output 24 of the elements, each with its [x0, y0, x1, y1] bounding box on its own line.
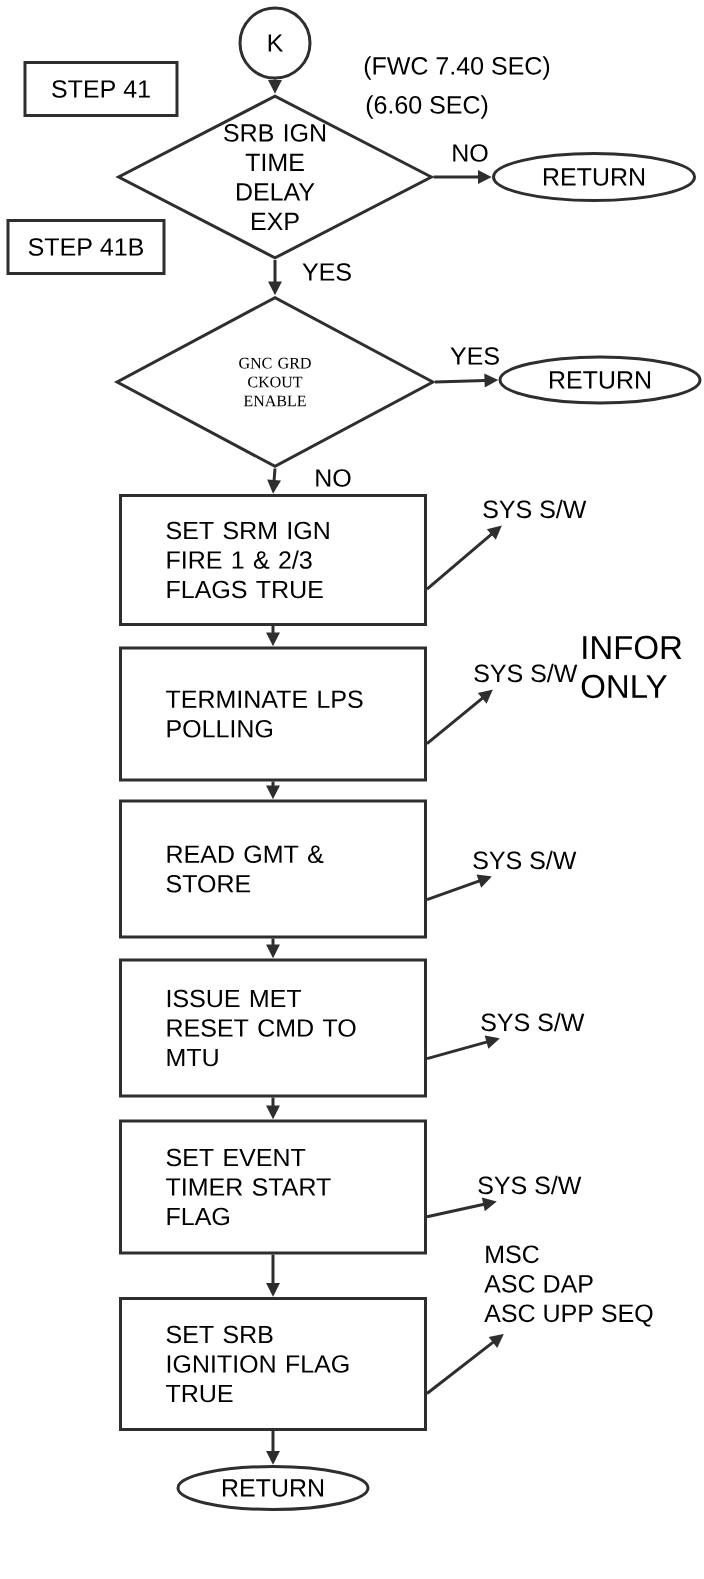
process-box: SET SRM IGN FIRE 1 & 2/3 FLAGS TRUE [119, 494, 427, 626]
terminator-oval: RETURN [176, 1465, 370, 1511]
note-text: SYS S/W [478, 1175, 582, 1195]
terminator-oval: RETURN [492, 152, 696, 202]
timing-note: (FWC 7.40 SEC) [364, 56, 550, 80]
edge-label: YES [449, 346, 501, 366]
process-box: ISSUE MET RESET CMD TO MTU [119, 958, 427, 1098]
terminator-oval: RETURN [498, 355, 702, 405]
edge-label: YES [301, 262, 353, 282]
step-label: STEP 41B [6, 219, 166, 275]
note-text: SYS S/W [481, 1012, 585, 1032]
timing-note: (6.60 SEC) [366, 95, 488, 119]
stamp-text: INFOR ONLY [581, 635, 682, 699]
edge-label: NO [313, 468, 353, 488]
process-box: READ GMT & STORE [119, 799, 427, 939]
process-box: SET SRB IGNITION FLAG TRUE [119, 1297, 427, 1431]
step-label: STEP 41 [23, 61, 179, 117]
note-text: SYS S/W [483, 499, 587, 519]
process-box: SET EVENT TIMER START FLAG [119, 1119, 427, 1255]
note-text: MSC ASC DAP ASC UPP SEQ [484, 1245, 653, 1327]
note-text: SYS S/W [474, 663, 578, 683]
process-box: TERMINATE LPS POLLING [119, 646, 427, 782]
note-text: SYS S/W [473, 850, 577, 870]
edge-label: NO [450, 143, 490, 163]
